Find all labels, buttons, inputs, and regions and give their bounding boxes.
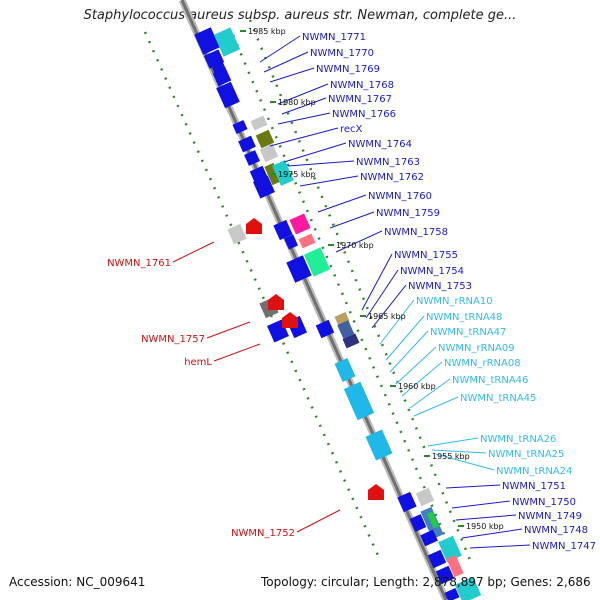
gene-block[interactable] [337,320,355,340]
dotted-guides [143,19,472,561]
gene-label[interactable]: NWMN_tRNA46 [452,375,528,386]
gene-label[interactable]: NWMN_1760 [368,191,432,202]
kbp-label: 1965 kbp [368,312,406,321]
kbp-label: 1950 kbp [466,522,504,531]
gene-block[interactable] [250,115,268,131]
gene-label[interactable]: NWMN_1751 [502,481,566,492]
gene-block[interactable] [454,576,482,600]
gene-block[interactable] [397,491,417,513]
gene-arrow-red[interactable] [246,218,262,234]
gene-block[interactable] [420,529,438,547]
gene-label[interactable]: NWMN_1754 [400,266,464,277]
gene-label[interactable]: NWMN_1762 [360,172,424,183]
gene-label[interactable]: NWMN_tRNA47 [430,327,506,338]
gene-block[interactable] [427,511,439,529]
gene-block[interactable] [212,67,232,87]
gene-label[interactable]: NWMN_1770 [310,48,374,59]
gene-label[interactable]: recX [340,124,363,135]
gene-label[interactable]: NWMN_1748 [524,525,588,536]
gene-block[interactable] [194,27,220,55]
gene-block[interactable] [444,587,460,600]
gene-label[interactable]: hemL [184,357,212,368]
gene-label[interactable]: NWMN_tRNA48 [426,312,502,323]
kbp-label: 1955 kbp [432,452,470,461]
gene-label[interactable]: NWMN_1767 [328,94,392,105]
gene-block[interactable] [259,143,279,163]
gene-label[interactable]: NWMN_1753 [408,281,472,292]
gene-block[interactable] [438,535,462,563]
gene-label[interactable]: NWMN_1764 [348,139,412,150]
gene-label[interactable]: NWMN_rRNA09 [438,343,515,354]
gene-block[interactable] [435,565,455,585]
gene-block[interactable] [253,175,275,199]
gene-block[interactable] [415,487,435,507]
gene-label[interactable]: NWMN_1747 [532,541,596,552]
gene-label[interactable]: NWMN_tRNA45 [460,393,536,404]
gene-block[interactable] [232,119,248,135]
gene-block[interactable] [255,129,275,149]
gene-label[interactable]: NWMN_1768 [330,80,394,91]
gene-block[interactable] [342,333,360,349]
gene-label[interactable]: NWMN_1766 [332,109,396,120]
gene-block[interactable] [227,223,247,245]
gene-block[interactable] [343,381,375,421]
accession-text: Accession: NC_009641 [9,575,146,589]
gene-label[interactable]: NWMN_1752 [231,528,295,539]
gene-block[interactable] [427,549,447,569]
gene-label[interactable]: NWMN_tRNA24 [496,466,572,477]
gene-label[interactable]: NWMN_1763 [356,157,420,168]
gene-arrow-red[interactable] [282,312,298,328]
gene-block[interactable] [365,429,393,461]
kbp-label: 1985 kbp [248,27,286,36]
gene-block[interactable] [409,514,427,532]
gene-arrow-red[interactable] [268,294,284,310]
gene-block[interactable] [298,233,316,249]
gene-label[interactable]: NWMN_rRNA10 [416,296,493,307]
gene-label[interactable]: NWMN_1769 [316,64,380,75]
gene-block[interactable] [283,234,299,250]
gene-label[interactable]: NWMN_1771 [302,32,366,43]
gene-label[interactable]: NWMN_tRNA26 [480,434,556,445]
gene-label[interactable]: NWMN_1759 [376,208,440,219]
gene-label[interactable]: NWMN_1761 [107,258,171,269]
kbp-label: 1960 kbp [398,382,436,391]
kbp-label: 1970 kbp [336,241,374,250]
kbp-ticks: 1985 kbp 1980 kbp 1975 kbp 1970 kbp 1965 kbp… [240,27,504,531]
gene-label[interactable]: NWMN_rRNA08 [444,358,521,369]
gene-labels: NWMN_1771NWMN_1770NWMN_1769NWMN_1768NWMN… [107,32,596,552]
gene-block[interactable] [216,81,240,109]
gene-block[interactable] [273,219,293,241]
gene-label[interactable]: NWMN_1757 [141,334,205,345]
gene-label[interactable]: NWMN_1749 [518,511,582,522]
gene-block[interactable] [334,358,356,382]
gene-block[interactable] [289,213,311,235]
gene-label[interactable]: NWMN_tRNA25 [488,449,564,460]
kbp-label: 1980 kbp [278,98,316,107]
gene-features [194,27,482,600]
gene-label[interactable]: NWMN_1750 [512,497,576,508]
gene-block[interactable] [272,160,294,186]
gene-block[interactable] [303,247,331,277]
gene-label[interactable]: NWMN_1755 [394,250,458,261]
gene-arrow-red[interactable] [368,484,384,500]
gene-block[interactable] [238,135,256,153]
label-leader-lines [172,35,531,549]
gene-block[interactable] [315,319,335,339]
gene-block[interactable] [213,27,241,57]
gene-label[interactable]: NWMN_1758 [384,227,448,238]
topology-text: Topology: circular; Length: 2,878,897 bp… [261,575,591,589]
gene-block[interactable] [286,255,312,283]
gene-block[interactable] [244,150,260,166]
kbp-label: 1975 kbp [278,170,316,179]
gene-block[interactable] [446,554,464,578]
